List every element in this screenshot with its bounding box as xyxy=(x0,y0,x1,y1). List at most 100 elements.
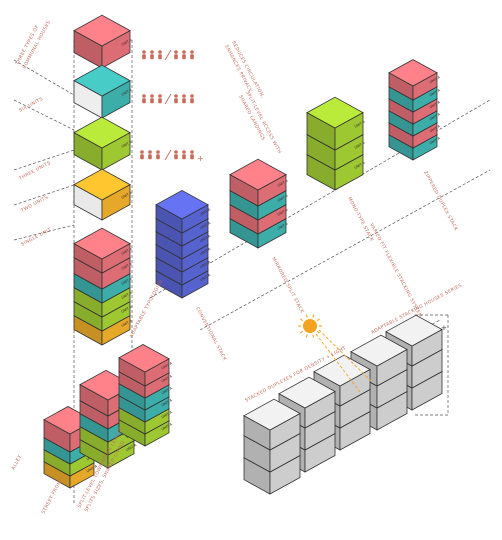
unit-tag: UNIT A xyxy=(277,178,290,187)
box-top-face xyxy=(243,398,301,431)
person-icon-row1-2 xyxy=(158,50,162,60)
person-icon-row3-3 xyxy=(174,150,178,160)
building-blocks: UNIT A UNIT A UNIT A UNIT A UNIT A UNIT A UNIT… xyxy=(43,14,443,495)
label-mirrored-split: MIRRORED SPLIT STACK xyxy=(270,256,305,315)
person-head xyxy=(158,94,162,98)
box-top-face xyxy=(73,227,131,260)
unit-tag: UNIT A xyxy=(199,207,212,216)
sun-ray xyxy=(299,318,304,322)
unit-tag: UNIT A xyxy=(429,100,442,109)
unit-tag: UNIT A xyxy=(199,247,212,256)
sun-ray xyxy=(305,334,308,338)
label-varied-stacking: VARIED FIT FLEXIBLE STACKING SYSTEM xyxy=(368,222,423,319)
sun-light-ray-1 xyxy=(315,333,361,393)
person-icon-row2-2 xyxy=(158,94,162,104)
box-top-face xyxy=(278,376,336,409)
sun-ray xyxy=(316,318,321,322)
cluster-back-level-6: UNIT A xyxy=(118,344,173,387)
person-head xyxy=(140,150,144,154)
leader-six-units xyxy=(13,99,75,131)
leader-two-units xyxy=(13,184,75,206)
box-top-face xyxy=(385,314,443,347)
person-body xyxy=(182,154,186,160)
person-head xyxy=(182,150,186,154)
zippered-duplex-stack-level-6: UNIT A xyxy=(388,59,441,101)
person-body xyxy=(182,98,186,104)
sun-ray xyxy=(312,334,315,338)
person-icon-row3-5 xyxy=(190,150,194,160)
box-top-face xyxy=(73,116,131,149)
unit-tag: UNIT A xyxy=(277,193,290,202)
person-head xyxy=(158,50,162,54)
person-body xyxy=(174,154,178,160)
unit-tag: UNIT A xyxy=(429,112,442,121)
people-icons: + xyxy=(140,49,204,163)
unit-tag: UNIT A xyxy=(121,139,134,148)
person-head xyxy=(190,150,194,154)
person-icon-row1-3 xyxy=(174,50,178,60)
sun-ray xyxy=(299,330,304,334)
unit-tag: UNIT A xyxy=(199,234,212,243)
box-top-face xyxy=(73,168,131,201)
label-alley: ALLEY xyxy=(10,454,23,471)
dimension-plus: + xyxy=(441,324,447,332)
person-head xyxy=(174,94,178,98)
person-body xyxy=(156,154,160,160)
label-two-units: TWO UNITS xyxy=(19,194,49,214)
person-icon-row2-5 xyxy=(190,94,194,104)
unit-tag: UNIT A xyxy=(199,260,212,269)
person-icon-row1-1 xyxy=(150,50,154,60)
unit-tag: UNIT A xyxy=(161,398,174,407)
gray-duplex-1-upper xyxy=(243,398,301,451)
slash-separator xyxy=(164,93,172,105)
leader-three-units xyxy=(13,149,75,171)
mirrored-split-stack-level-4: UNIT A xyxy=(229,158,290,207)
person-head xyxy=(174,50,178,54)
exploded-six-units: UNIT A xyxy=(73,64,134,119)
leader-three-types xyxy=(13,59,75,96)
box-top-face xyxy=(73,64,131,97)
plus-sign: + xyxy=(197,154,204,163)
person-icon-row2-1 xyxy=(150,94,154,104)
person-head xyxy=(182,50,186,54)
sun-ray xyxy=(305,314,308,318)
assembled-tower-level-6: UNIT A xyxy=(73,227,133,274)
unit-tag: UNIT A xyxy=(121,87,134,96)
unit-tag: UNIT A xyxy=(354,140,367,149)
person-body xyxy=(174,98,178,104)
label-street-front: STREET FRONT xyxy=(40,477,64,515)
unit-tag: UNIT A xyxy=(121,276,134,285)
person-head xyxy=(182,94,186,98)
label-adaptable-typologies: ADAPTABLE TYPOLOGIES xyxy=(128,279,164,339)
unit-tag: UNIT A xyxy=(121,290,134,299)
label-mono-type: MONO-TYPE STACK xyxy=(346,196,375,243)
person-body xyxy=(142,98,146,104)
exploded-three-units: UNIT A xyxy=(73,14,133,69)
person-body xyxy=(190,154,194,160)
person-body xyxy=(190,98,194,104)
person-head xyxy=(150,50,154,54)
sun-ray xyxy=(316,330,321,334)
unit-tag: UNIT A xyxy=(121,190,134,199)
slash-separator xyxy=(164,49,172,61)
conventional-stack-level-6: UNIT A xyxy=(155,189,212,234)
unit-tag: UNIT A xyxy=(161,386,174,395)
exploded-single-unit: UNIT A xyxy=(73,168,134,221)
unit-tag: UNIT A xyxy=(354,160,367,169)
unit-tag: UNIT A xyxy=(121,261,134,270)
unit-tag: UNIT A xyxy=(161,374,174,383)
unit-tag: UNIT A xyxy=(161,410,174,419)
person-body xyxy=(148,154,152,160)
person-body xyxy=(150,54,154,60)
unit-tag: UNIT A xyxy=(429,88,442,97)
unit-tag: UNIT A xyxy=(429,124,442,133)
person-body xyxy=(190,54,194,60)
unit-tag: UNIT A xyxy=(121,318,134,327)
label-six-units: SIX UNITS xyxy=(18,96,44,114)
person-icon-row2-0 xyxy=(142,94,146,104)
unit-tag: UNIT A xyxy=(161,422,174,431)
person-body xyxy=(150,98,154,104)
mono-type-stack-level-3: UNIT A xyxy=(306,96,366,151)
person-icon-row3-1 xyxy=(148,150,152,160)
